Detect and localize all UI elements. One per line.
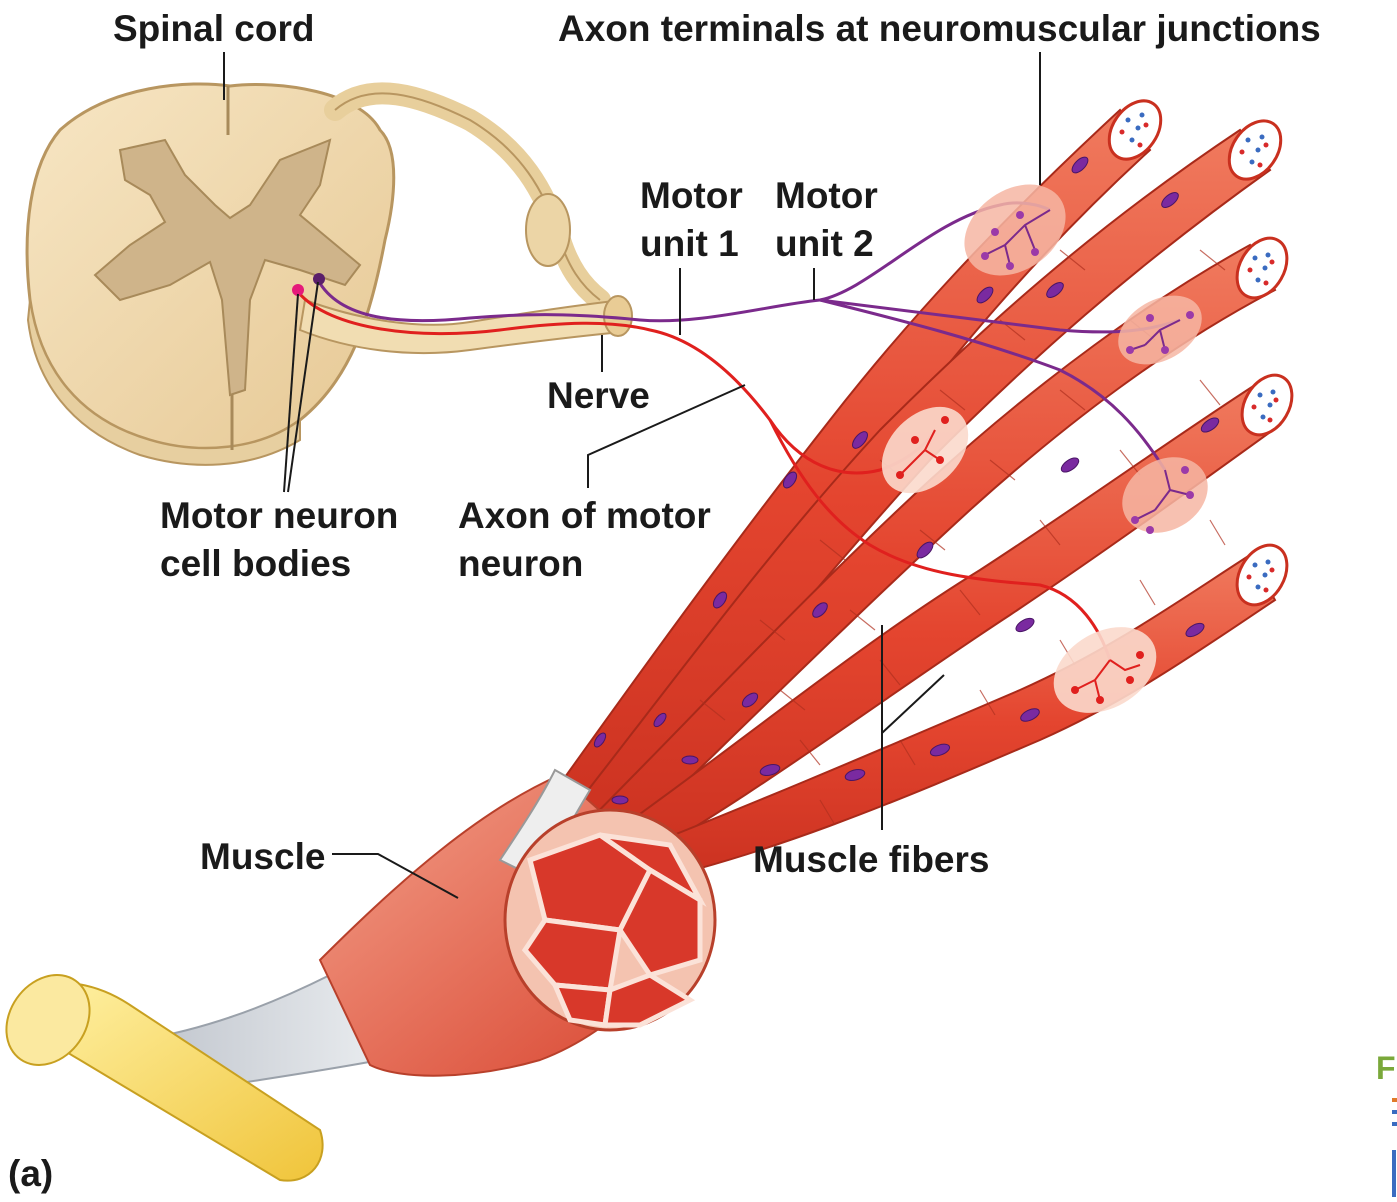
label-motor-unit-2-line1: Motor: [775, 172, 878, 220]
motor-neuron-cell-body-2: [313, 273, 325, 285]
label-axon-of-motor-neuron-line2: neuron: [458, 540, 583, 588]
muscle: [0, 770, 715, 1181]
label-motor-unit-1-line2: unit 1: [640, 220, 739, 268]
label-axon-terminals: Axon terminals at neuromuscular junction…: [558, 5, 1321, 53]
label-panel-a: (a): [8, 1150, 53, 1198]
edge-letter: F: [1376, 1048, 1396, 1090]
label-muscle: Muscle: [200, 833, 325, 881]
dorsal-root-ganglion: [526, 194, 570, 266]
label-motor-unit-1-line1: Motor: [640, 172, 743, 220]
label-spinal-cord: Spinal cord: [113, 5, 314, 53]
label-muscle-fibers: Muscle fibers: [753, 836, 989, 884]
label-motor-unit-2-line2: unit 2: [775, 220, 874, 268]
label-motor-neuron-cell-bodies-line1: Motor neuron: [160, 492, 398, 540]
label-nerve: Nerve: [547, 372, 650, 420]
label-motor-neuron-cell-bodies-line2: cell bodies: [160, 540, 351, 588]
edge-marks: [1392, 1098, 1397, 1138]
spinal-cord: [27, 84, 600, 465]
edge-bar: [1392, 1150, 1396, 1197]
label-axon-of-motor-neuron-line1: Axon of motor: [458, 492, 711, 540]
